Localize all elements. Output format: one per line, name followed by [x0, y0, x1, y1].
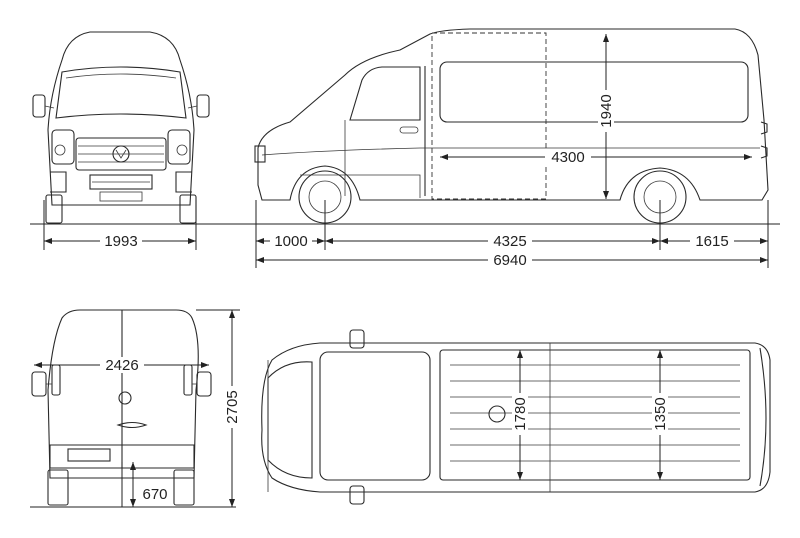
top-view [261, 329, 771, 505]
dim-overall-length: 6940 [493, 252, 526, 269]
roof-ribs [450, 364, 740, 462]
dim-cargo-length: 4300 [551, 149, 584, 166]
dim-overall-height: 2705 [224, 390, 241, 423]
dim-cargo-width: 1780 [512, 397, 529, 430]
dim-width-mirrors: 2426 [105, 357, 138, 374]
dimension-lines [30, 34, 780, 508]
rear-view [31, 309, 212, 506]
dim-rear-overhang: 1615 [695, 233, 728, 250]
dim-width-between-arches: 1350 [652, 397, 669, 430]
dim-wheelbase: 4325 [493, 233, 526, 250]
dim-front-overhang: 1000 [274, 233, 307, 250]
side-view [254, 28, 769, 224]
dim-height: 1940 [598, 94, 615, 127]
front-view [32, 31, 210, 224]
dim-front-width: 1993 [104, 233, 137, 250]
dim-load-sill-height: 670 [142, 486, 167, 503]
dimension-labels: 1993 1000 4325 1615 6940 1940 4300 2426 … [100, 90, 734, 503]
